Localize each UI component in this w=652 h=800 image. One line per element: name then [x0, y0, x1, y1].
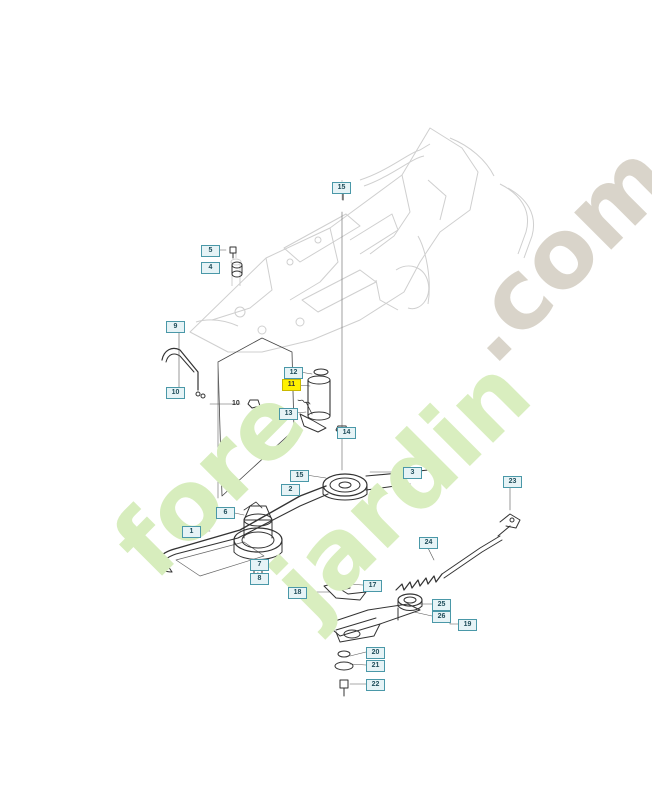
chassis-frame [189, 127, 479, 353]
callout-part-21[interactable]: 21 [366, 660, 385, 672]
callout-part-3[interactable]: 3 [403, 467, 422, 479]
callout-part-20[interactable]: 20 [366, 647, 385, 659]
callout-part-9[interactable]: 9 [166, 321, 185, 333]
callout-part-10-plain[interactable]: 10 [232, 400, 240, 407]
steering-bar [359, 143, 431, 181]
callout-part-6[interactable]: 6 [216, 507, 235, 519]
callout-part-5[interactable]: 5 [201, 245, 220, 257]
callout-part-14[interactable]: 14 [337, 427, 356, 439]
idler-bracket [323, 583, 367, 601]
callout-part-12[interactable]: 12 [284, 367, 303, 379]
callout-part-19[interactable]: 19 [458, 619, 477, 631]
callout-part-10-left[interactable]: 10 [166, 387, 185, 399]
callout-part-7[interactable]: 7 [250, 559, 269, 571]
lever-rod [161, 347, 199, 391]
callout-part-4[interactable]: 4 [201, 262, 220, 274]
callout-part-17[interactable]: 17 [363, 580, 382, 592]
callout-part-18[interactable]: 18 [288, 587, 307, 599]
callout-part-22[interactable]: 22 [366, 679, 385, 691]
tensioner-post [307, 379, 331, 417]
callout-part-15-pulley[interactable]: 15 [290, 470, 309, 482]
guide-plate-outline [217, 337, 295, 497]
callout-part-11-highlighted[interactable]: 11 [282, 379, 301, 391]
tension-spring [395, 573, 443, 591]
callout-part-13[interactable]: 13 [279, 408, 298, 420]
callout-part-26[interactable]: 26 [432, 611, 451, 623]
callout-part-25[interactable]: 25 [432, 599, 451, 611]
idler-arm [325, 603, 421, 637]
callout-part-15-bolt[interactable]: 15 [332, 182, 351, 194]
callout-part-23[interactable]: 23 [503, 476, 522, 488]
drive-belt [159, 485, 327, 567]
callout-part-24[interactable]: 24 [419, 537, 438, 549]
callout-part-2[interactable]: 2 [281, 484, 300, 496]
callout-part-8[interactable]: 8 [250, 573, 269, 585]
callout-part-1[interactable]: 1 [182, 526, 201, 538]
